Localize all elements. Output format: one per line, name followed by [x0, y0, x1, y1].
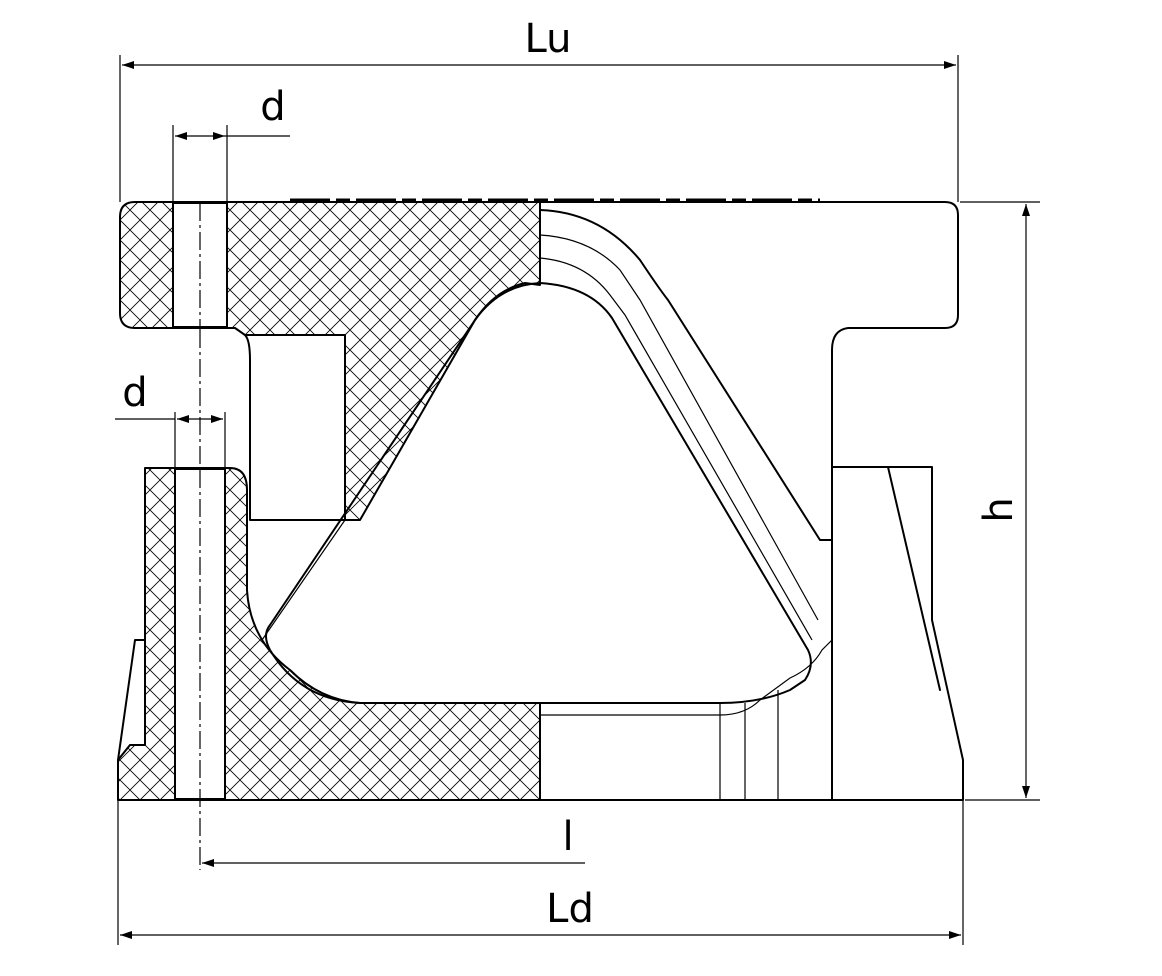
- label-d-left: d: [122, 370, 147, 416]
- label-d-top: d: [260, 84, 285, 130]
- label-h: h: [976, 497, 1022, 522]
- dimension-d-top: d: [172, 84, 290, 203]
- dimension-l: l: [202, 814, 585, 867]
- dimension-h: h: [960, 201, 1040, 801]
- dimension-ld: Ld: [117, 800, 964, 945]
- dimension-lu: Lu: [119, 16, 959, 202]
- label-l: l: [562, 814, 573, 860]
- body-outline: [117, 201, 964, 801]
- label-lu: Lu: [525, 16, 572, 62]
- triangular-core: [261, 198, 833, 800]
- label-ld: Ld: [546, 886, 594, 932]
- dimension-d-left: d: [115, 370, 226, 469]
